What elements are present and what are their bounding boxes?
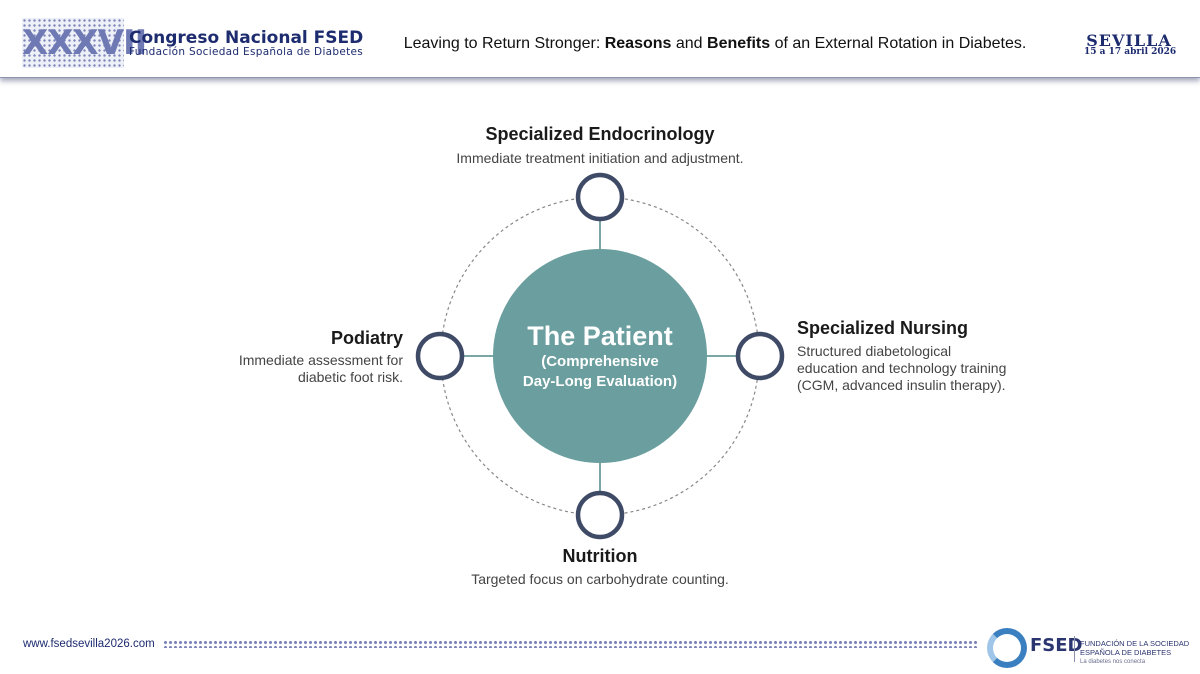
center-subtitle-1: (Comprehensive (541, 353, 659, 370)
footer-website-link[interactable]: www.fsedsevilla2026.com (23, 638, 155, 650)
node-bottom (575, 490, 625, 540)
node-top-description: Immediate treatment initiation and adjus… (456, 150, 744, 166)
fsed-logo-text: FSED (1030, 635, 1083, 656)
foundation-name: FUNDACIÓN DE LA SOCIEDAD ESPAÑOLA DE DIA… (1080, 639, 1190, 657)
foundation-name-line-2: ESPAÑOLA DE DIABETES (1080, 648, 1172, 657)
node-left-description: Immediate assessment for diabetic foot r… (200, 352, 403, 386)
node-right-desc-line-3: (CGM, advanced insulin therapy). (797, 377, 1006, 393)
event-dates: 15 a 17 abril 2026 (1084, 47, 1177, 57)
congress-subtitle: Fundación Sociedad Española de Diabetes (129, 46, 364, 58)
node-left-desc-line-1: Immediate assessment for (238, 352, 403, 368)
node-right-desc-line-2: education and technology training (797, 360, 1007, 376)
node-top-title: Specialized Endocrinology (485, 124, 715, 144)
center-title: The Patient (527, 321, 673, 351)
congress-number-badge: XXXVII (22, 18, 147, 68)
node-left-desc-line-2: diabetic foot risk. (297, 369, 403, 385)
center-circle (493, 249, 707, 463)
node-left (415, 331, 465, 381)
node-right-desc-line-1: Structured diabetological (797, 343, 952, 359)
node-top (575, 172, 625, 222)
title-part-5: of an External Rotation in Diabetes. (770, 35, 1027, 52)
node-right (735, 331, 785, 381)
congress-title: Congreso Nacional FSED (129, 28, 364, 48)
slide-header: XXXVII Congreso Nacional FSED Fundación … (0, 0, 1200, 78)
title-part-3: and (671, 35, 708, 52)
node-left-title: Podiatry (330, 328, 403, 348)
node-bottom-title: Nutrition (562, 546, 638, 566)
foundation-name-line-1: FUNDACIÓN DE LA SOCIEDAD (1080, 639, 1190, 648)
node-right-description: Structured diabetological education and … (797, 343, 1057, 394)
title-part-1: Leaving to Return Stronger: (403, 35, 605, 52)
slide-title: Leaving to Return Stronger: Reasons and … (380, 35, 1050, 53)
title-part-benefits: Benefits (707, 35, 771, 52)
footer-dotted-divider (163, 640, 979, 648)
city-logo: SEVILLA (1086, 31, 1172, 50)
logo-separator (1074, 636, 1075, 662)
node-right-title: Specialized Nursing (797, 318, 969, 338)
foundation-tagline: La diabetes nos conecta (1080, 659, 1146, 665)
title-part-reasons: Reasons (604, 35, 672, 52)
fsed-logo-icon (987, 628, 1027, 668)
center-label: The Patient (Comprehensive Day-Long Eval… (493, 320, 707, 392)
center-subtitle-2: Day-Long Evaluation) (522, 373, 678, 390)
node-bottom-description: Targeted focus on carbohydrate counting. (471, 571, 729, 587)
